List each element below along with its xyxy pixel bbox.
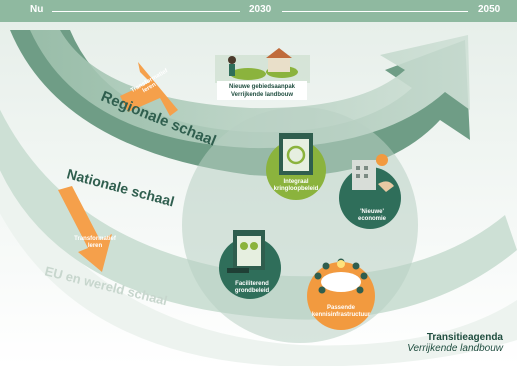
national-band [0,109,517,320]
coin-icon [376,154,388,166]
timeline-end: 2050 [478,4,501,15]
timeline-line-left [52,11,240,12]
timeline-middle: 2030 [249,4,272,15]
hand-icon [378,181,394,192]
arrow-bottom-label-1: Transformatief [74,236,117,242]
gebiedsaanpak-label-box [217,81,307,100]
timeline-bar: Nu 2030 2050 [0,0,517,22]
economie-label-2: economie [358,216,387,222]
arrow-bottom-label-2: leren [88,243,103,249]
gavel-icon [227,268,249,273]
gebiedsaanpak-label-2: Verrijkende landbouw [231,92,293,98]
legend-subtitle: Verrijkende landbouw [407,343,503,354]
kennis-label-2: kennisinfrastructuur [312,312,371,318]
orange-arrow-top [120,62,178,116]
kennis-label-1: Passende [327,305,356,311]
kringloop-label-1: Integraal [283,179,308,185]
farmer-illustration [215,48,310,83]
timeline-line-right [282,11,468,12]
legend-title: Transitieagenda [426,332,503,343]
legend: Transitieagenda Verrijkende landbouw [407,332,503,354]
lightbulb-icon [337,260,345,268]
kringloop-label-2: kringloopbeleid [274,186,319,192]
grondbeleid-label-1: Faciliterend [235,281,269,287]
timeline-start: Nu [30,4,44,15]
wide-arrow-band [30,30,470,149]
orange-arrow-bottom [58,186,112,272]
economie-label-1: 'Nieuwe' [360,209,384,215]
table-icon [321,272,361,292]
grondbeleid-label-2: grondbeleid [235,288,270,294]
recycle-icon [286,145,306,165]
gebiedsaanpak-label-1: Nieuwe gebiedsaanpak [229,84,296,90]
eu-band [0,161,517,366]
